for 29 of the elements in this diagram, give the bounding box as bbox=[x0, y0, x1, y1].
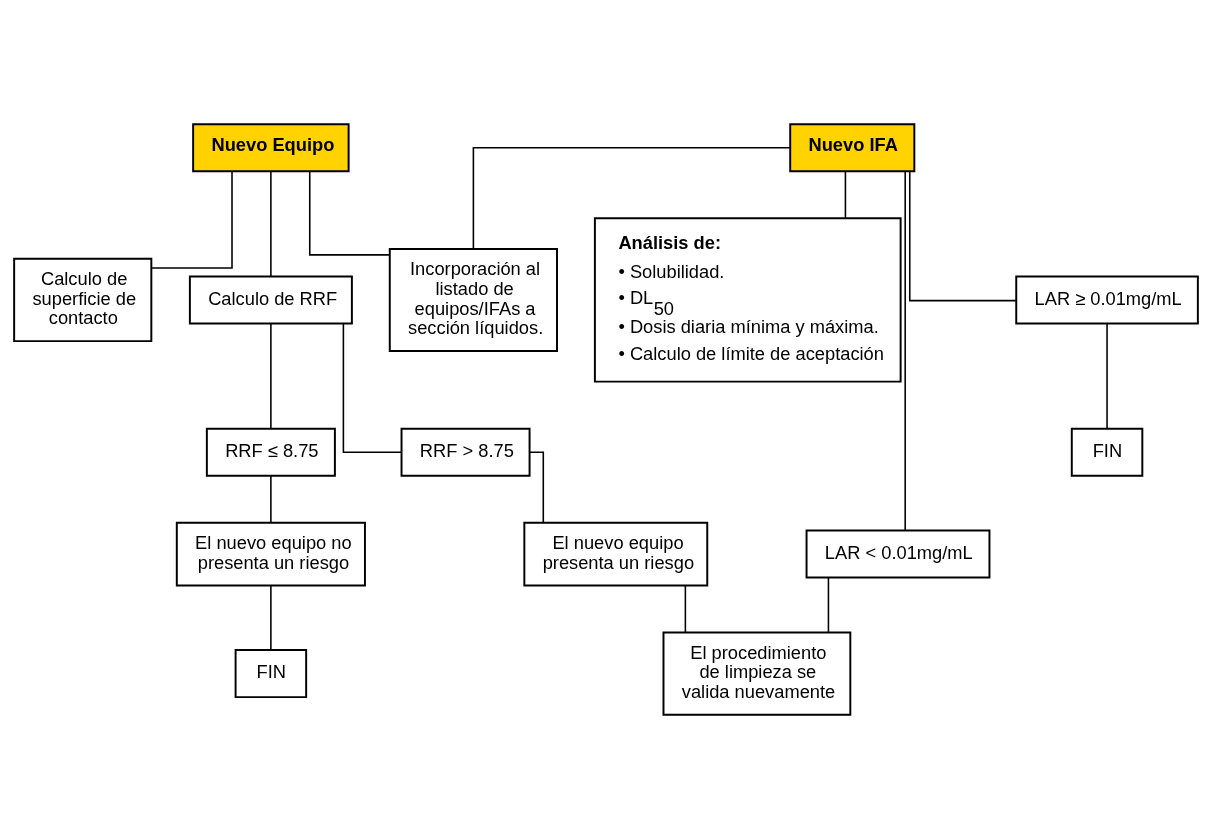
connector bbox=[844, 170, 847, 220]
connector bbox=[827, 576, 830, 633]
connector bbox=[904, 170, 906, 532]
node-box: LAR < 0.01mg/mL bbox=[805, 529, 991, 579]
node-box: El nuevo equipo presenta un riesgo bbox=[523, 521, 709, 587]
node-box: RRF ≤ 8.75 bbox=[205, 427, 336, 477]
node-box: LAR ≥ 0.01mg/mL bbox=[1015, 275, 1199, 325]
node-box: FIN bbox=[1070, 427, 1144, 477]
node-box: El nuevo equipo no presenta un riesgo bbox=[175, 521, 366, 587]
connector bbox=[342, 322, 403, 453]
connector bbox=[1106, 322, 1108, 430]
node-box: Nuevo Equipo bbox=[192, 123, 350, 173]
connector bbox=[909, 170, 1017, 302]
node-box: Incorporación al listado de equipos/IFAs a sección líquidos. bbox=[388, 248, 558, 352]
connector bbox=[270, 584, 272, 651]
connector bbox=[684, 584, 687, 633]
connector bbox=[270, 475, 272, 524]
connector bbox=[528, 451, 545, 524]
connector bbox=[472, 146, 791, 250]
node-box: Nuevo IFA bbox=[789, 123, 916, 173]
node-box: Calculo de superficie de contacto bbox=[13, 257, 153, 343]
node-box: RRF > 8.75 bbox=[400, 427, 531, 477]
connector bbox=[270, 170, 272, 278]
connector bbox=[150, 170, 233, 269]
node-box: FIN bbox=[234, 649, 308, 699]
node-box: El procedimiento de limpieza se valida nuevamente bbox=[662, 631, 852, 716]
connector bbox=[270, 322, 272, 430]
node-box: Calculo de RRF bbox=[188, 275, 353, 325]
connector bbox=[308, 170, 391, 256]
